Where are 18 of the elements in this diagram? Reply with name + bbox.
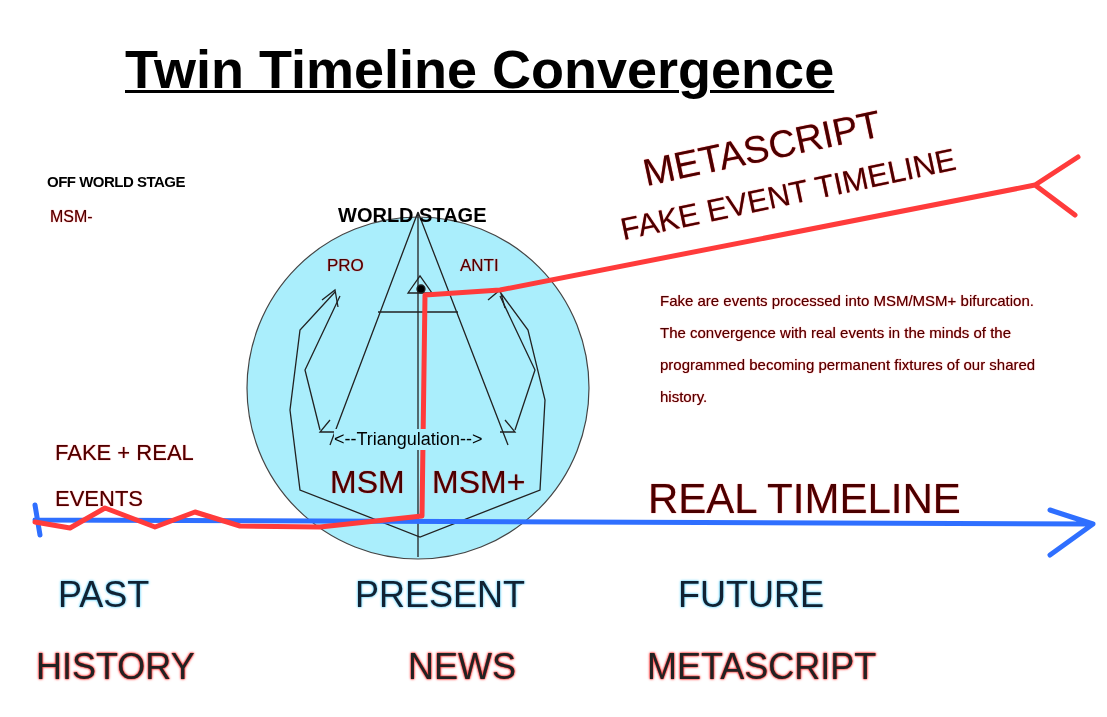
timeline-label: FAKE + REAL EVENTS [55,439,194,513]
stage-label: WORLD STAGE [338,204,487,227]
timeline-label: REAL TIMELINE [648,475,961,523]
description-text: Fake are events processed into MSM/MSM+ bifurcation. The convergence with real events in the minds of the programmed becoming permanent fixtures of our shared history. [660,291,1037,407]
title: Twin Timeline Convergence [125,38,835,100]
pro-label: PRO [327,256,364,276]
msm-label: MSM+ [432,464,526,501]
period-label: HISTORY [36,646,195,688]
period-label: NEWS [408,646,516,688]
period-label: PRESENT [355,574,526,616]
anti-label: ANTI [460,256,499,276]
msm-label: MSM [330,464,405,501]
triangulation-label: <--Triangulation--> [334,429,483,450]
msm-label: MSM- [50,208,93,226]
stage-label: OFF WORLD STAGE [47,173,186,190]
period-label: FUTURE [678,574,824,616]
period-label: PAST [58,574,150,616]
period-label: METASCRIPT [647,646,877,688]
